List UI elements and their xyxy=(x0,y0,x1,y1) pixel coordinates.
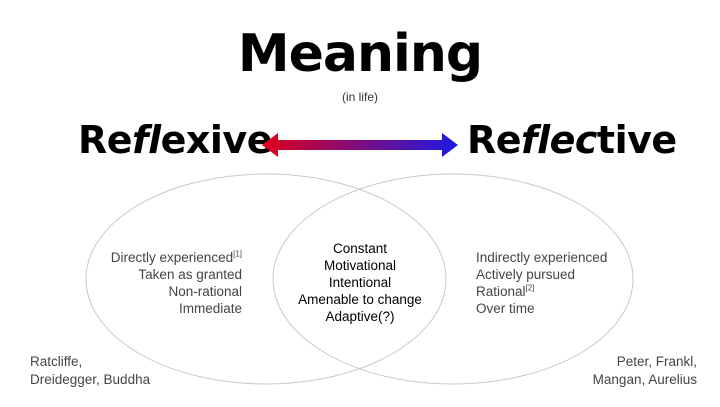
author-line-item: Dreidegger, Buddha xyxy=(30,372,151,387)
reflexive-trait-item: Immediate xyxy=(178,301,242,316)
reflexive-trait-item: Taken as granted xyxy=(138,267,242,282)
author-line-item: Peter, Frankl, xyxy=(616,354,697,369)
reflective-label: Reflective xyxy=(467,118,677,162)
reflective-trait-item: Actively pursued xyxy=(476,267,576,282)
shared-trait-item: Motivational xyxy=(323,258,397,273)
reflexive-trait-item: Directly experienced[1] xyxy=(110,249,242,265)
footnote-ref: [2] xyxy=(525,283,535,293)
reflective-trait-item: Indirectly experienced xyxy=(476,250,608,265)
double-arrow-icon xyxy=(262,133,458,157)
reflexive-trait-item: Non-rational xyxy=(168,284,242,299)
reflexive-circle xyxy=(85,173,447,385)
author-line-item: Ratcliffe, xyxy=(30,354,83,369)
shared-trait-item: Amenable to change xyxy=(298,292,422,307)
page-subtitle: (in life) xyxy=(341,90,378,104)
reflexive-label: Reflexive xyxy=(78,118,272,162)
reflective-circle xyxy=(272,173,634,385)
reflexive-authors: Ratcliffe, Dreidegger, Buddha xyxy=(30,353,150,389)
author-line-item: Mangan, Aurelius xyxy=(592,372,697,387)
shared-trait-item: Constant xyxy=(332,241,388,256)
reflective-authors: Peter, Frankl, Mangan, Aurelius xyxy=(593,353,697,389)
page-title: Meaning xyxy=(237,24,483,84)
shared-trait-item: Adaptive(?) xyxy=(325,309,395,324)
reflective-trait-item: Rational[2] xyxy=(476,283,535,299)
footnote-ref: [1] xyxy=(233,249,242,259)
shared-trait-item: Intentional xyxy=(328,275,392,290)
reflective-trait-item: Over time xyxy=(476,301,535,316)
